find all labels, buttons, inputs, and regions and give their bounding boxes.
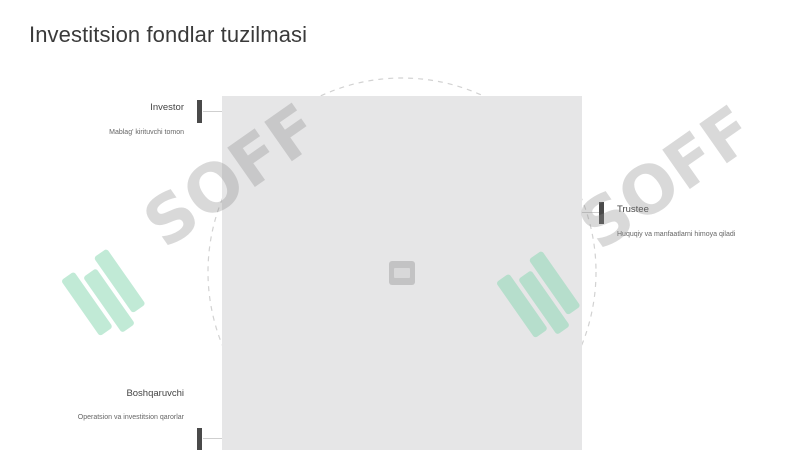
- manager-description: Operatsion va investitsion qarorlar: [77, 414, 184, 421]
- investor-description: Mablag' kirituvchi tomon: [109, 129, 184, 136]
- trustee-label: Trustee: [617, 204, 649, 215]
- investor-marker: [197, 100, 202, 123]
- trustee-marker: [599, 202, 604, 224]
- manager-connector: [203, 438, 222, 439]
- investor-connector: [203, 111, 222, 112]
- manager-label: Boshqaruvchi: [126, 388, 184, 399]
- manager-marker: [197, 428, 202, 450]
- trustee-connector: [582, 212, 599, 213]
- image-icon: [389, 261, 415, 285]
- investor-label: Investor: [150, 102, 184, 113]
- page-title: Investitsion fondlar tuzilmasi: [29, 22, 308, 47]
- trustee-description: Huquqiy va manfaatlarni himoya qiladi: [617, 231, 736, 238]
